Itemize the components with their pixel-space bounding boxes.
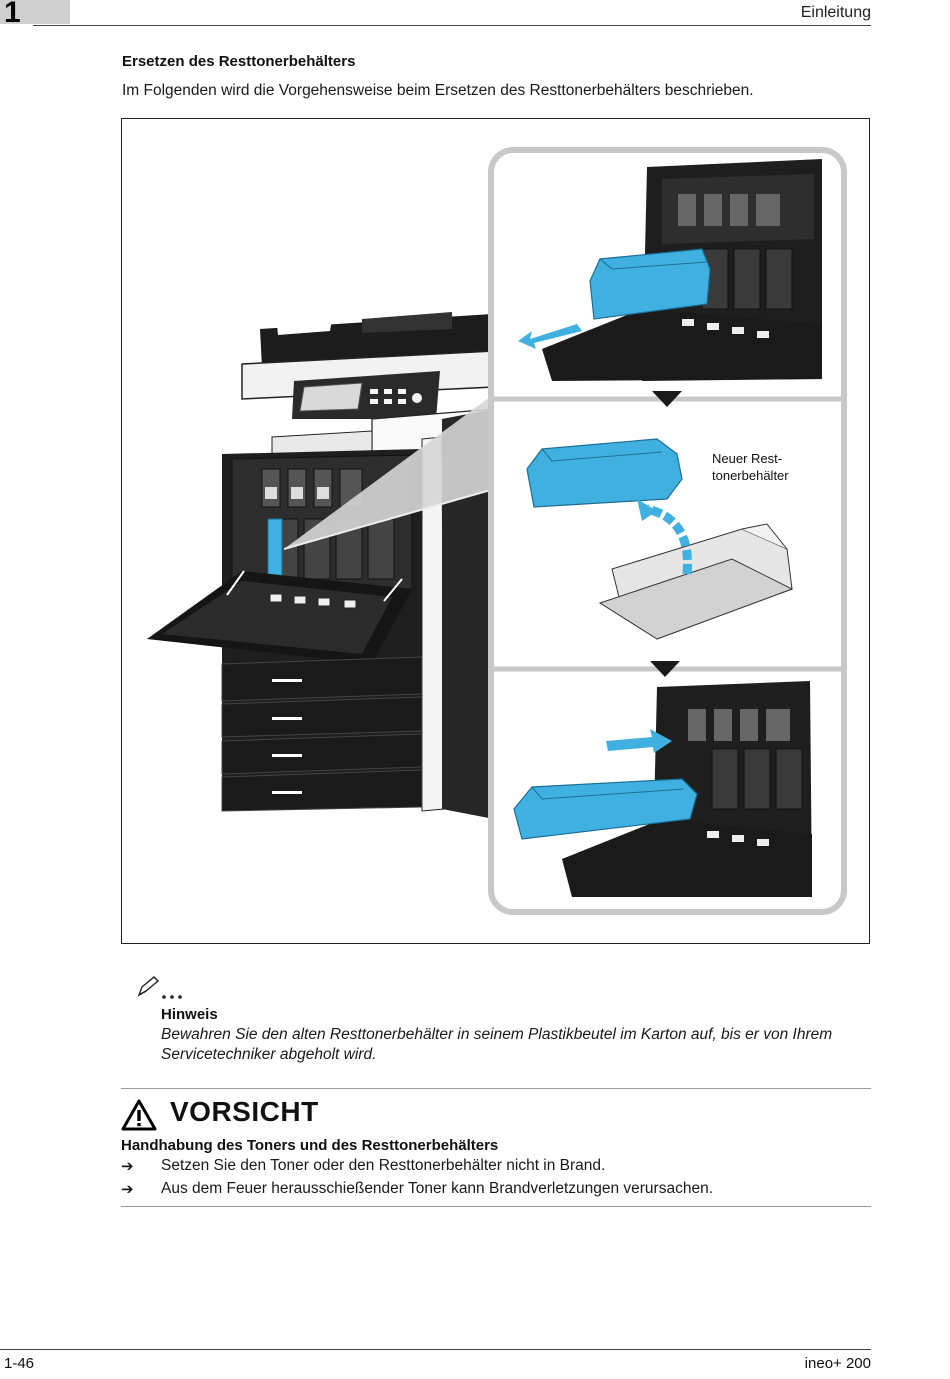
intro-paragraph: Im Folgenden wird die Vorgehensweise bei… — [122, 82, 754, 99]
chapter-number: 1 — [4, 0, 21, 29]
printer-illustration — [147, 147, 847, 915]
step-new-box — [526, 438, 794, 640]
note-title: Hinweis — [161, 1006, 218, 1023]
chapter-tab — [0, 0, 70, 24]
procedure-figure — [121, 118, 870, 944]
caution-bottom-rule — [121, 1206, 871, 1207]
caution-top-rule — [121, 1088, 871, 1089]
pencil-note-icon — [137, 976, 182, 999]
step-insert-box — [513, 681, 812, 897]
caution-item-text: Setzen Sie den Toner oder den Resttonerb… — [161, 1157, 606, 1174]
header-rule — [33, 25, 871, 26]
caution-item-text: Aus dem Feuer herausschießender Toner ka… — [161, 1180, 714, 1197]
arrow-right-icon: ➔ — [121, 1180, 134, 1198]
step-remove-old-box — [518, 159, 822, 381]
printer-main-illustration — [147, 312, 495, 819]
section-heading: Ersetzen des Resttonerbehälters — [122, 53, 356, 70]
footer-rule — [0, 1349, 871, 1350]
caution-subtitle: Handhabung des Toners und des Resttonerb… — [121, 1137, 499, 1154]
note-text: Bewahren Sie den alten Resttonerbehälter… — [161, 1026, 833, 1063]
product-name: ineo+ 200 — [804, 1355, 871, 1372]
arrow-right-icon: ➔ — [121, 1157, 134, 1175]
chapter-title: Einleitung — [800, 4, 871, 21]
callout-new-toner-box-label: Neuer Rest- tonerbehälter — [712, 451, 789, 483]
warning-triangle-icon — [121, 1099, 157, 1131]
page-number: 1-46 — [4, 1355, 35, 1372]
caution-title: VORSICHT — [170, 1096, 319, 1127]
